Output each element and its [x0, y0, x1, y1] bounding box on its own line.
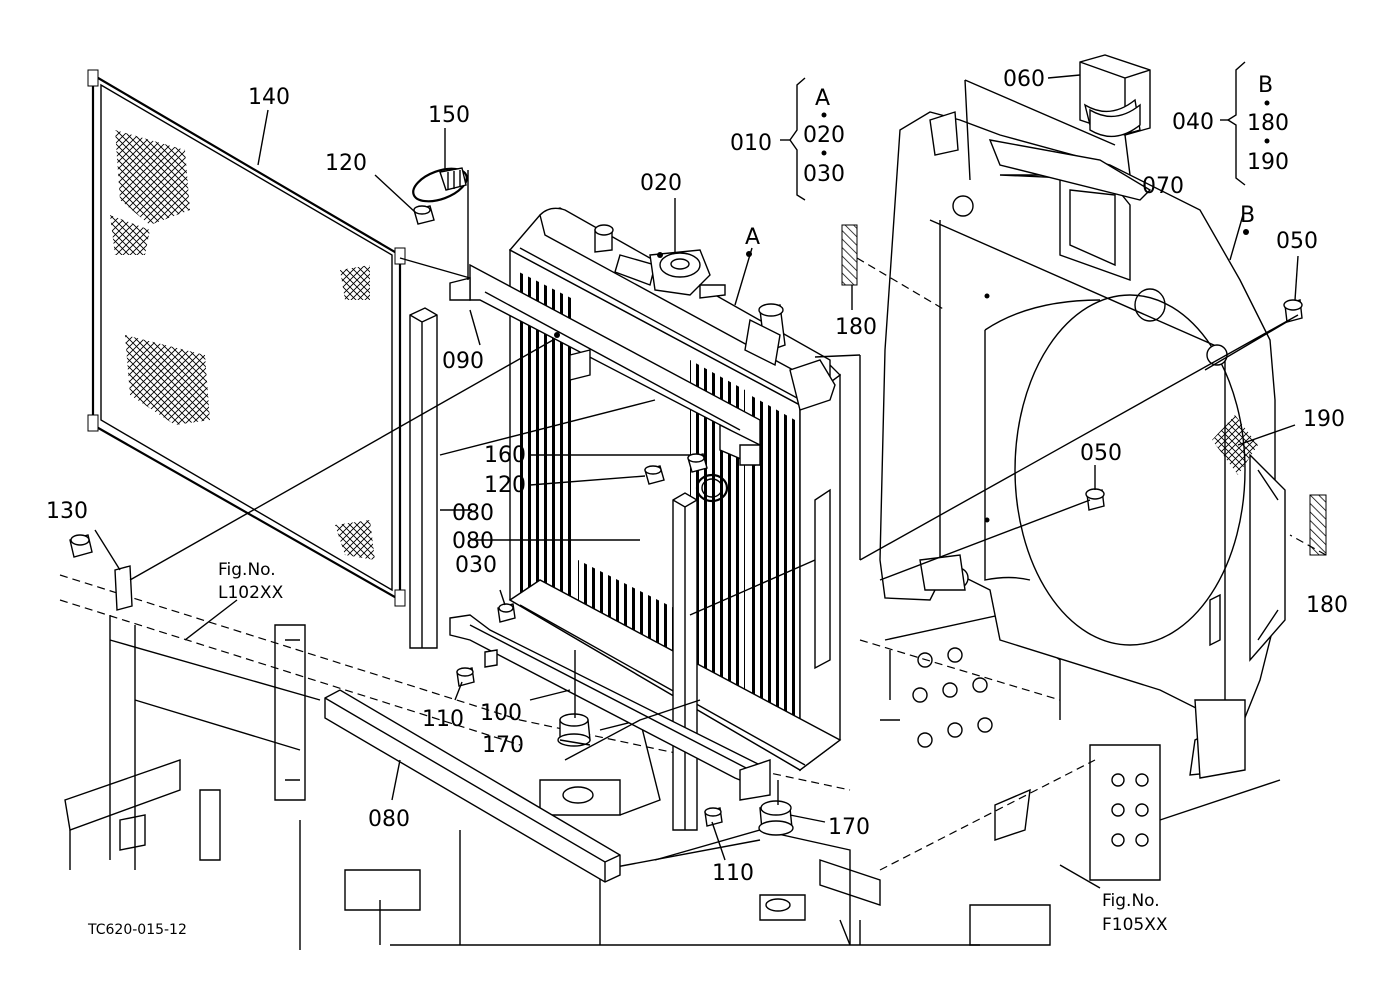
decal-180-a [841, 224, 858, 286]
bolt-110-a [456, 667, 475, 687]
drawing-code: TC620-015-12 [87, 922, 187, 938]
hose-clamp-150 [412, 167, 468, 203]
callout-050-top: 050 [1276, 229, 1318, 254]
callout-080-a: 080 [452, 501, 494, 526]
callout-180-left: 180 [835, 315, 877, 340]
bolt-130 [69, 534, 133, 611]
group-010-030: 030 [803, 162, 845, 187]
callout-A: A [745, 225, 760, 250]
bolt-120-b [644, 465, 665, 485]
radiator-screen-140 [87, 69, 406, 607]
group-040-180: 180 [1247, 111, 1289, 136]
fig-ref-right-title: Fig.No. [1102, 891, 1160, 911]
decal-180-b [1309, 494, 1327, 556]
callout-190: 190 [1303, 407, 1345, 432]
seal-bar-080-a [409, 307, 438, 649]
callout-170-right: 170 [828, 815, 870, 840]
group-040-bracket [1220, 61, 1270, 186]
callout-100: 100 [480, 701, 522, 726]
group-040-190: 190 [1247, 150, 1289, 175]
seal-bar-080-b [672, 492, 698, 831]
callout-080-b: 080 [452, 529, 494, 554]
seal-070 [1089, 103, 1141, 138]
seal-bar-080-c [324, 689, 621, 883]
bracket-090 [449, 263, 761, 467]
callout-040: 040 [1172, 110, 1214, 135]
bolt-120-a [413, 205, 435, 225]
callout-150: 150 [428, 103, 470, 128]
callout-010: 010 [730, 131, 772, 156]
callout-labels: 140 150 120 020 A 010 A 020 030 060 070 … [46, 67, 1348, 938]
callout-170-left: 170 [482, 733, 524, 758]
callout-120-top: 120 [325, 151, 367, 176]
callout-130: 130 [46, 499, 88, 524]
fig-ref-left-code: L102XX [218, 583, 284, 603]
cushion-170-b [758, 800, 794, 836]
callout-080-c: 080 [368, 807, 410, 832]
callout-030: 030 [455, 553, 497, 578]
bolt-110-b [704, 807, 723, 827]
callout-120-mid: 120 [484, 473, 526, 498]
callout-160: 160 [484, 443, 526, 468]
leader-lines [94, 74, 1327, 889]
group-010-bracket [780, 77, 827, 201]
bolt-050-b [1085, 488, 1105, 511]
callout-020: 020 [640, 171, 682, 196]
fig-ref-left-title: Fig.No. [218, 560, 276, 580]
group-010-A: A [815, 86, 830, 111]
cushion-170-a [557, 713, 591, 747]
fan-shroud [879, 111, 1286, 779]
callout-070: 070 [1142, 174, 1184, 199]
o-ring-160 [695, 473, 729, 503]
fig-ref-right-code: F105XX [1102, 915, 1168, 935]
callout-140: 140 [248, 85, 290, 110]
group-010-020: 020 [803, 123, 845, 148]
base-frame [59, 574, 1281, 950]
callout-110-left: 110 [422, 707, 464, 732]
callout-060: 060 [1003, 67, 1045, 92]
callout-090: 090 [442, 349, 484, 374]
bracket-100 [449, 614, 771, 801]
callout-110-right: 110 [712, 861, 754, 886]
callout-180-right: 180 [1306, 593, 1348, 618]
callout-050-mid: 050 [1080, 441, 1122, 466]
radiator-cap-020 [649, 249, 726, 299]
bolt-050-a [1283, 299, 1303, 323]
group-040-B: B [1258, 73, 1273, 98]
bolt-160 [687, 453, 708, 473]
callout-B: B [1240, 203, 1255, 228]
drain-plug-030 [497, 603, 516, 623]
